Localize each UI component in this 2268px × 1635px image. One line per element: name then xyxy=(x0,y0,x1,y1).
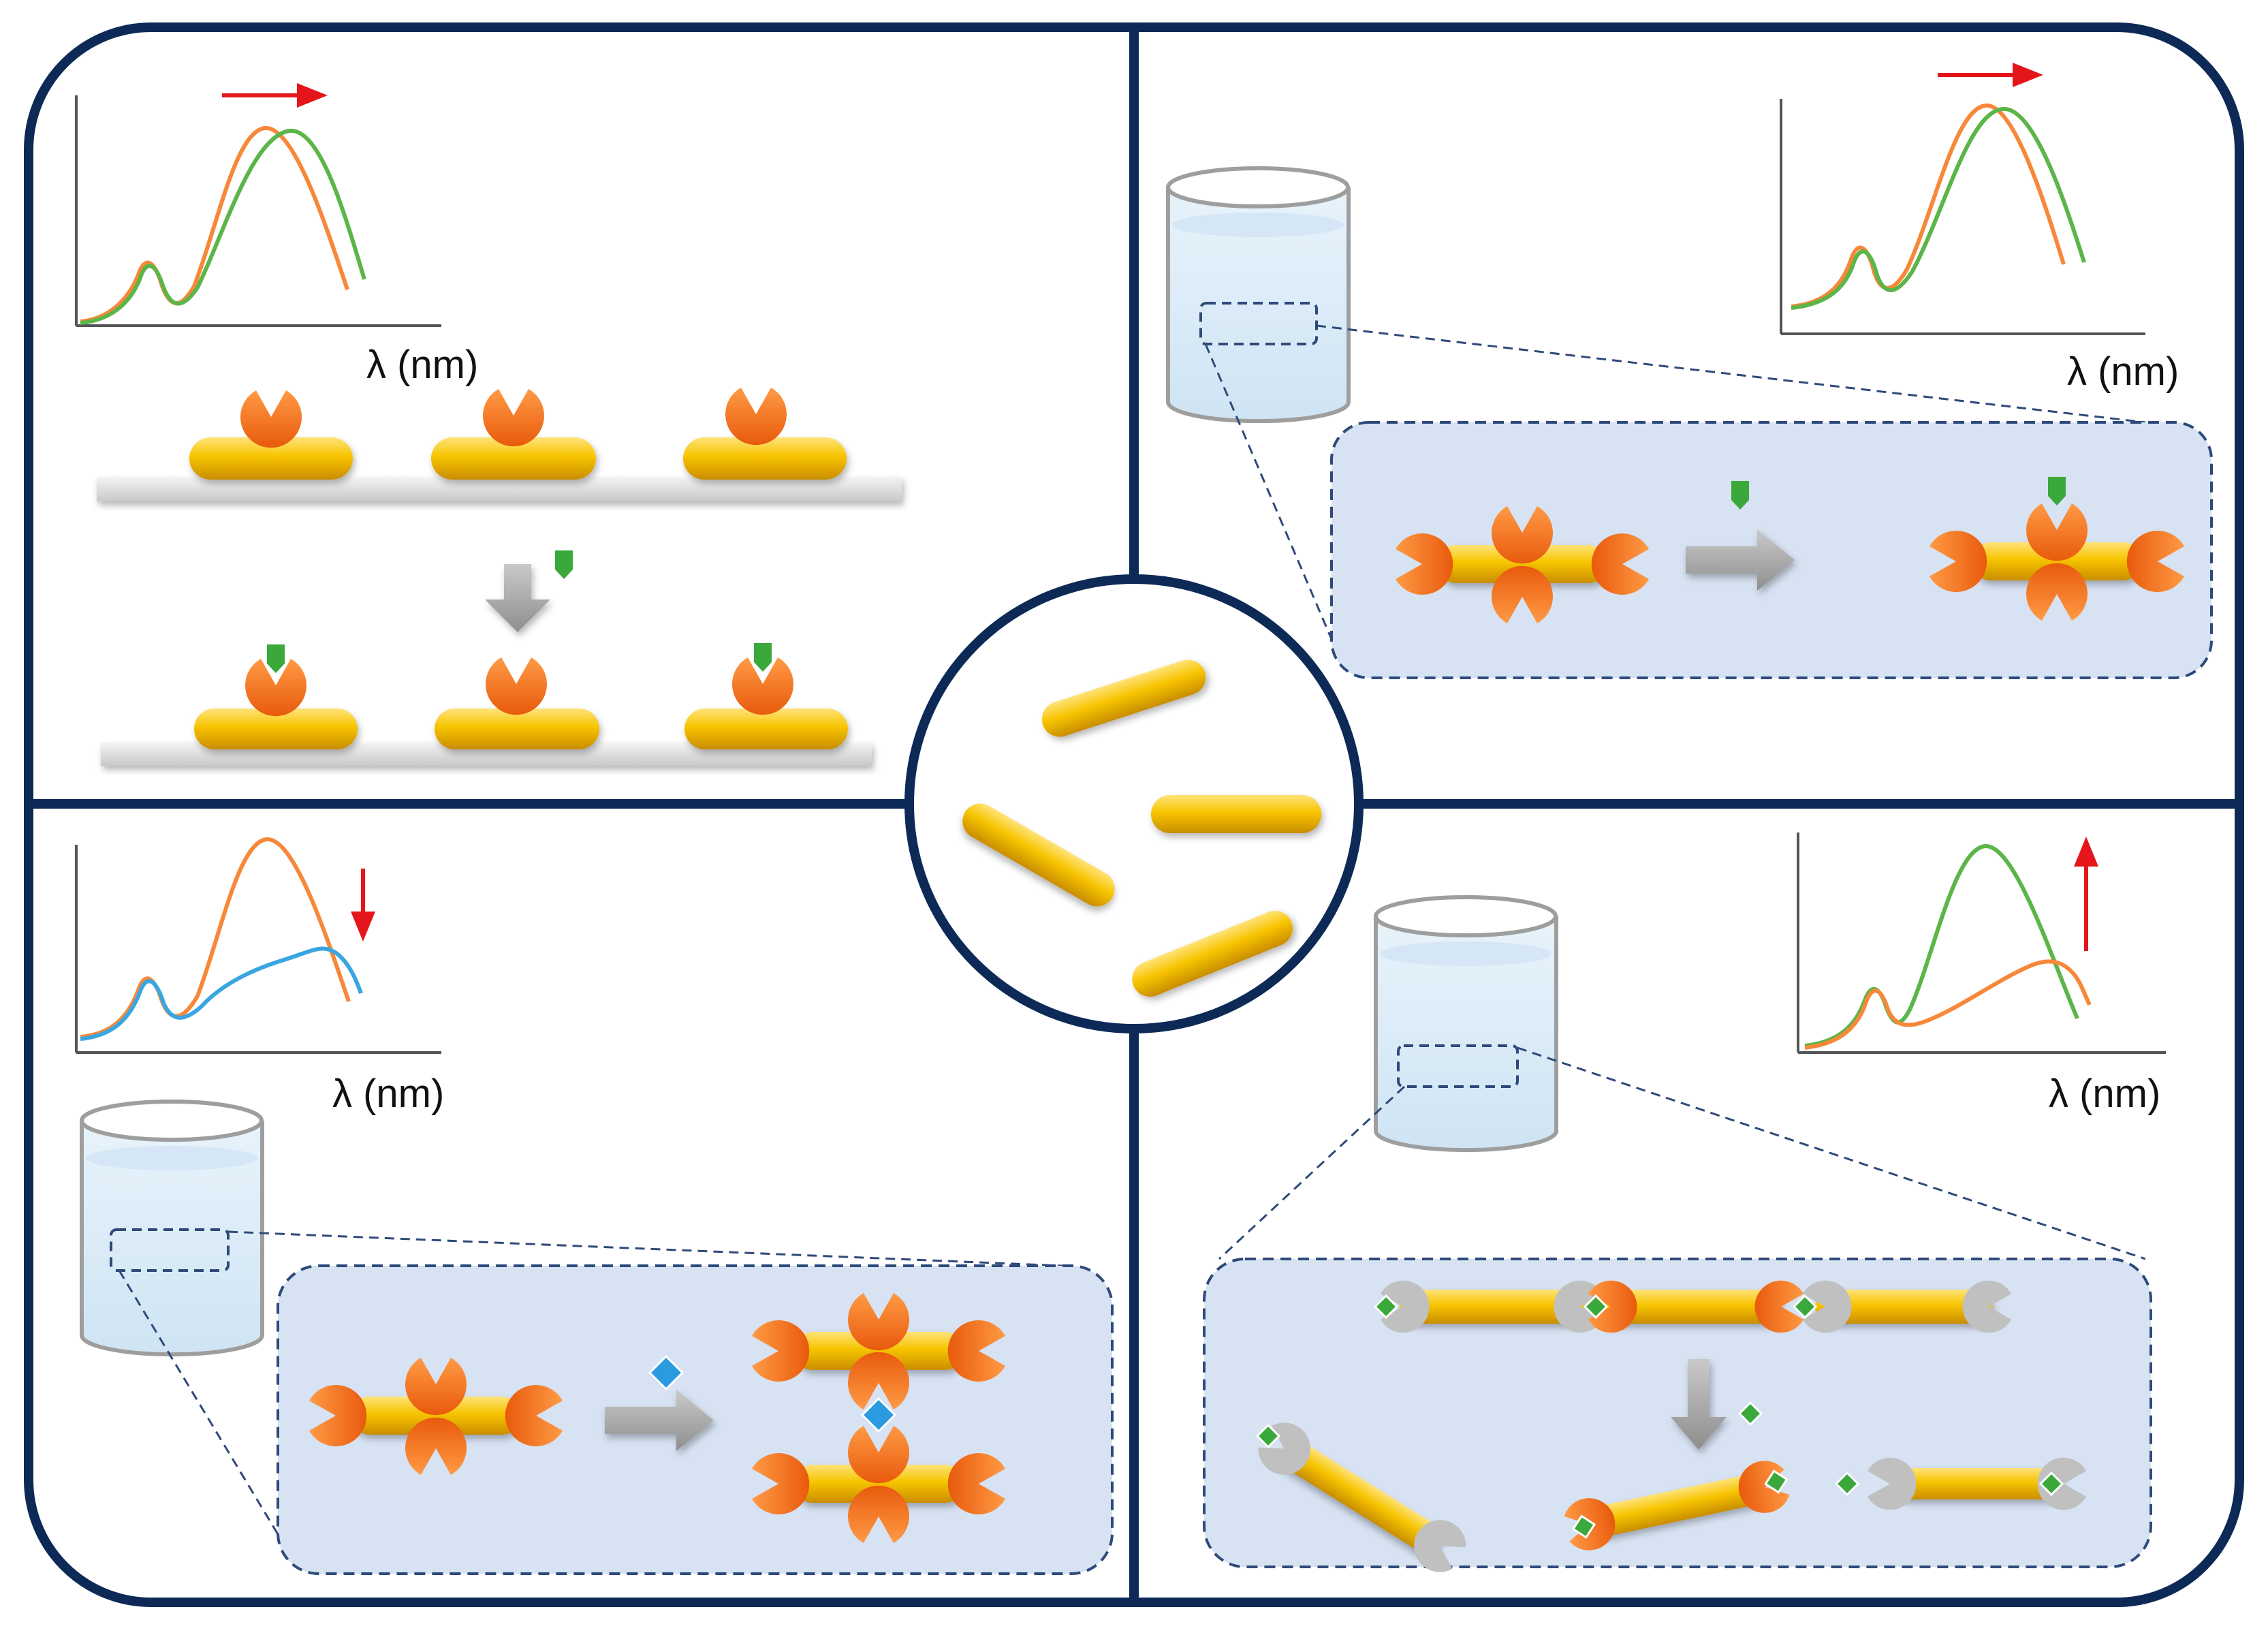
bottom-right-panel: λ (nm) xyxy=(1203,832,2166,1580)
red-arrow-icon xyxy=(2074,837,2098,951)
dispersed-nanorod-tilted xyxy=(1251,1414,1473,1580)
zoom-panel-bottom-left xyxy=(277,1264,1114,1575)
top-left-panel: λ (nm) xyxy=(75,83,902,766)
gold-nanorod xyxy=(431,437,596,480)
gold-nanorod xyxy=(189,437,353,480)
dispersed-nanorod-gray xyxy=(1835,1457,2087,1510)
orange-spectrum-curve xyxy=(1804,959,2092,1050)
functionalized-nanorod xyxy=(1396,506,1649,623)
gold-nanorod xyxy=(1132,910,1293,997)
gold-nanorod xyxy=(1151,795,1321,833)
green-spectrum-curve xyxy=(80,128,366,325)
zoom-guide-lines xyxy=(118,1230,1063,1535)
gold-nanorod xyxy=(684,708,848,749)
orange-spectrum-curve xyxy=(1791,103,2066,309)
axis-label-top-right: λ (nm) xyxy=(2067,349,2179,394)
spectrum-chart-top-right: λ (nm) xyxy=(1780,63,2179,394)
zoom-guide-lines xyxy=(1218,1046,2146,1260)
beaker-icon xyxy=(1374,895,1558,1153)
center-nanorod-circle xyxy=(904,574,1364,1033)
nanorod-dimer xyxy=(752,1293,1005,1543)
beaker-icon xyxy=(80,1100,264,1357)
gold-nanorod xyxy=(1041,659,1206,737)
gray-arrow-icon xyxy=(485,564,550,632)
spectrum-chart-bottom-right: λ (nm) xyxy=(1797,832,2166,1116)
gold-nanorod xyxy=(435,708,599,749)
nanorod-chain xyxy=(1374,1280,2012,1333)
spectrum-chart-bottom-left: λ (nm) xyxy=(75,837,444,1116)
axis-label-top-left: λ (nm) xyxy=(366,343,478,387)
functionalized-nanorod xyxy=(309,1358,563,1475)
spectrum-chart-top-left: λ (nm) xyxy=(75,83,478,387)
beaker-icon xyxy=(1166,166,1351,424)
blue-spectrum-curve xyxy=(80,946,363,1041)
bottom-left-panel: λ (nm) xyxy=(75,837,1114,1575)
gold-nanorod xyxy=(683,437,847,480)
axis-label-bottom-right: λ (nm) xyxy=(2049,1072,2160,1116)
axis-label-bottom-left: λ (nm) xyxy=(332,1072,444,1116)
zoom-panel-top-right xyxy=(1330,421,2213,679)
gray-arrow-icon xyxy=(1671,1359,1727,1450)
gold-nanorod xyxy=(962,803,1115,907)
top-right-panel: λ (nm) xyxy=(1166,63,2213,679)
functionalized-nanorod-bound xyxy=(1930,477,2184,621)
zoom-guide-lines xyxy=(1204,324,2146,672)
substrate-after xyxy=(101,643,872,766)
green-spectrum-curve xyxy=(1791,106,2086,310)
orange-spectrum-curve xyxy=(80,837,351,1039)
red-arrow-icon xyxy=(351,869,375,941)
gold-nanorod xyxy=(194,708,358,749)
substrate-before xyxy=(97,388,902,501)
zoom-panel-bottom-right xyxy=(1203,1258,2152,1580)
orange-spectrum-curve xyxy=(80,125,349,324)
dispersed-nanorod-orange xyxy=(1561,1457,1793,1555)
